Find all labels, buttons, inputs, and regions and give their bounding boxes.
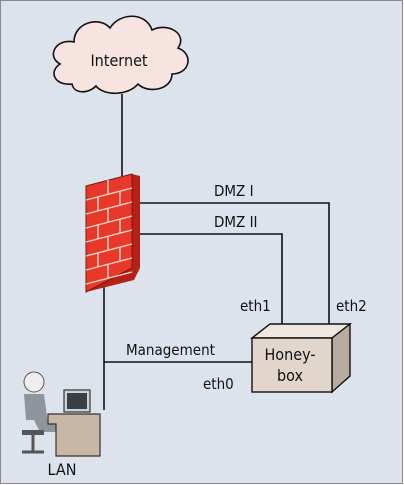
person-body-icon (24, 394, 60, 432)
eth2-label: eth2 (336, 297, 367, 315)
cloud-icon (52, 15, 189, 95)
internet-cloud: Internet (52, 15, 189, 95)
lan-workstation: LAN (22, 371, 101, 479)
eth1-label: eth1 (240, 297, 271, 315)
eth0-label: eth0 (203, 375, 234, 393)
honeybox-label-line2: box (277, 366, 303, 385)
dmz1-link (138, 202, 330, 326)
person-head-icon (23, 371, 45, 393)
honeybox: Honey- box (249, 322, 353, 394)
internet-label: Internet (90, 51, 147, 70)
lan-label: LAN (48, 460, 77, 479)
desk-icon (47, 413, 101, 457)
firewall (85, 173, 140, 293)
honeybox-front (251, 337, 333, 393)
honeybox-label-line1: Honey- (264, 345, 315, 364)
management-label: Management (126, 341, 215, 359)
firewall-mortar (85, 180, 133, 285)
dmz2-label: DMZ II (214, 213, 258, 231)
dmz2-link (138, 233, 283, 326)
chair-icon (22, 430, 44, 435)
dmz1-label: DMZ I (214, 182, 254, 200)
